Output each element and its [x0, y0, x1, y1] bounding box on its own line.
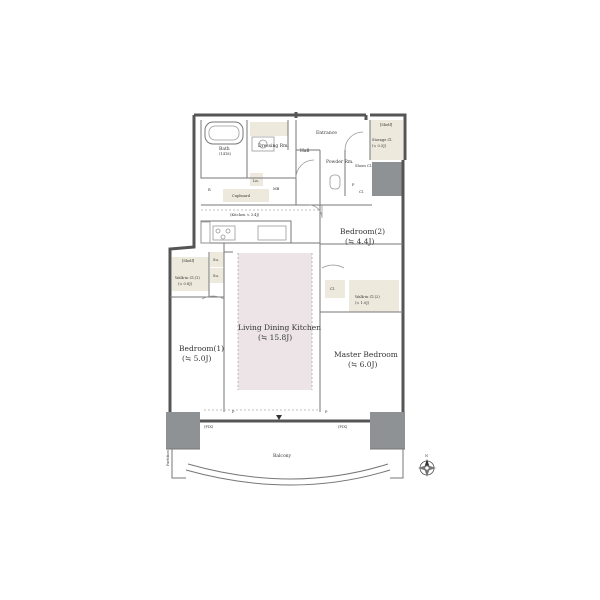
su-shading-2: [210, 268, 224, 283]
bathtub: [204, 121, 244, 145]
balcony-rail-outer: [185, 469, 391, 486]
label-bedroom1-size: (≒ 5.0J): [182, 354, 212, 363]
linen-shading: [250, 173, 263, 186]
walkin2-shading: [349, 280, 399, 312]
column-bottom-right: [370, 412, 405, 449]
label-balcony: Balcony: [273, 453, 292, 459]
burner-1: [215, 228, 221, 234]
label-pipe-ldk: P: [232, 410, 235, 414]
fridge-space: [200, 221, 211, 244]
su-shading-1: [210, 252, 224, 267]
sink: [257, 225, 287, 241]
exterior-wall: [168, 113, 405, 423]
label-shoes-cl: Shoes Cl.: [355, 164, 372, 168]
label-storage-closet: Storage Cl.: [372, 138, 393, 142]
label-bedroom1: Bedroom(1): [179, 344, 224, 353]
label-walkin2-size: (≒ 1.0J): [355, 301, 370, 305]
label-refrigerator: R: [208, 188, 211, 192]
balcony-edges: [166, 448, 405, 479]
bathtub-inner: [208, 125, 240, 141]
label-walkin2: Walk-in Cl.(2): [355, 295, 380, 299]
column-top-right: [372, 162, 403, 196]
label-bedroom2: Bedroom(2): [340, 227, 385, 236]
label-hall: Hall: [300, 148, 310, 154]
label-walkin1-size: (≒ 0.8J): [178, 282, 193, 286]
label-entrance: Entrance: [316, 130, 337, 136]
bath-storage-shading: [250, 122, 288, 136]
label-closet-bed2: Cl.: [330, 287, 335, 291]
label-pipe-master: P: [325, 410, 328, 414]
entry-marker: [276, 415, 282, 420]
interior-walls: [170, 120, 403, 412]
label-fix-right: (FIX): [338, 425, 348, 429]
burner-2: [225, 228, 231, 234]
label-closet-entrance: Cl.: [359, 190, 364, 194]
walkin1-shading: [172, 257, 209, 291]
label-partition: Partition: [166, 450, 170, 466]
label-cupboard: Cupboard: [232, 194, 251, 198]
closet-b2-shading: [325, 280, 345, 298]
label-ldk: Living Dining Kitchen: [238, 323, 321, 332]
balcony-rail-inner: [187, 463, 389, 480]
toilet: [329, 174, 341, 190]
label-kitchen: (Kitchen ≒ 3.4J): [230, 213, 260, 217]
dashed-divisions: [201, 209, 320, 411]
label-su-2: Su.: [213, 274, 219, 278]
washbasin-bowl: [258, 139, 268, 149]
ldk-shading: [238, 253, 312, 390]
label-master: Master Bedroom: [334, 350, 398, 359]
label-bath: Bath: [219, 146, 230, 152]
stove: [212, 225, 236, 241]
door-entrance: [344, 131, 364, 151]
top-wall-right: [294, 112, 407, 160]
burner-3: [220, 234, 226, 240]
door-bedroom1: [201, 295, 225, 300]
label-fix-left: (FIX): [204, 425, 214, 429]
label-bath-sub: (1418): [219, 152, 232, 156]
compass-icon: [418, 459, 436, 477]
label-linen: Ln.: [253, 179, 259, 183]
label-su-1: Su.: [213, 258, 219, 262]
label-storage-closet-size: (≒ 0.5J): [372, 144, 387, 148]
label-dressing: Dressing Rm.: [258, 143, 289, 149]
label-pipe-entrance: P: [352, 183, 355, 187]
label-walkin1: Walk-in Cl.(1): [175, 276, 200, 280]
cupboard-shading: [223, 189, 269, 202]
door-bedroom2: [308, 204, 323, 219]
label-mb: MB: [273, 187, 280, 191]
label-powder: Powder Rm.: [326, 159, 354, 165]
label-shelf-entrance: [Shelf]: [380, 123, 393, 127]
label-master-size: (≒ 6.0J): [348, 360, 378, 369]
label-north: N: [425, 454, 428, 458]
door-master: [321, 264, 345, 269]
washbasin: [251, 136, 275, 152]
label-ldk-size: (≒ 15.8J): [258, 333, 292, 342]
label-shelf-bed1: [Shelf]: [182, 259, 195, 263]
door-hall: [295, 159, 315, 179]
column-bottom-left: [166, 412, 200, 449]
label-bedroom2-size: (≒ 4.4J): [345, 237, 375, 246]
storage-closet-shading: [370, 120, 403, 160]
